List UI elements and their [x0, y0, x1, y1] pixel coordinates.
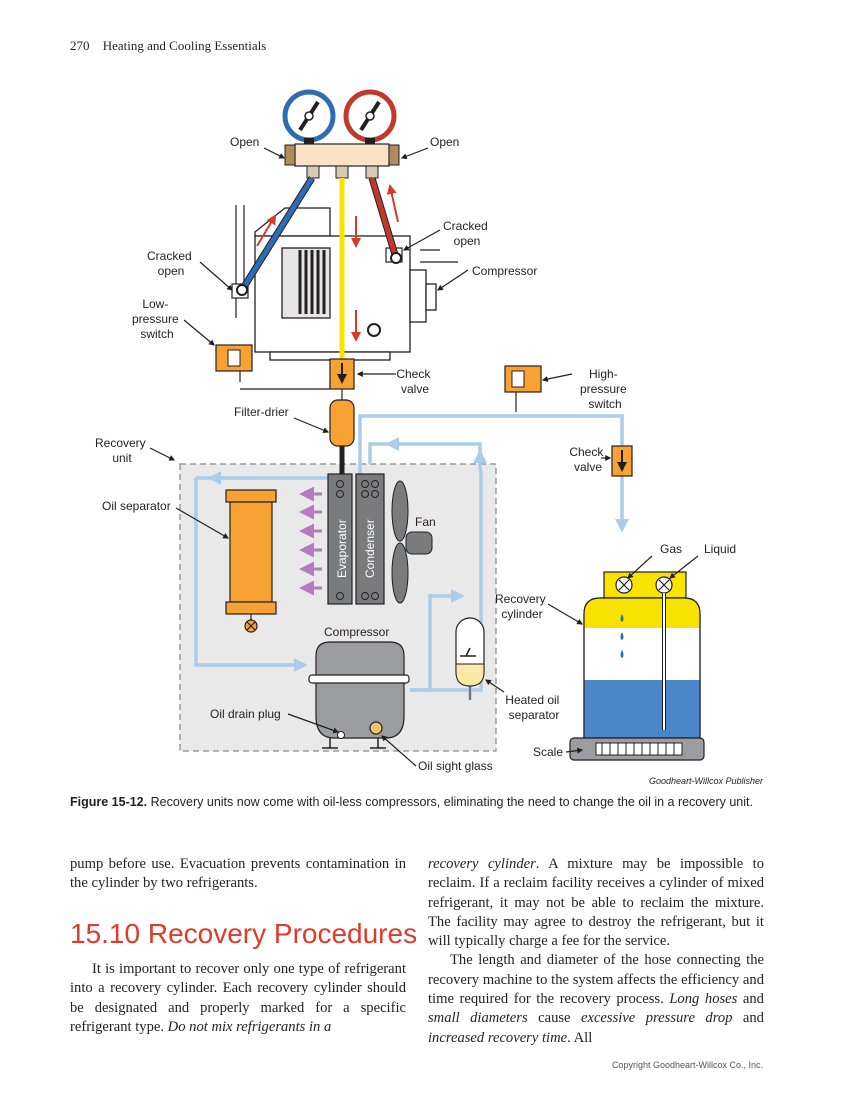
right-paragraph-2: The length and diameter of the hose conn… [428, 951, 764, 1047]
heated-oil-separator [455, 617, 485, 700]
compressor-fins [298, 250, 326, 314]
right-column: recovery cylinder. A mixture may be impo… [428, 855, 764, 1048]
left-top-paragraph: pump before use. Evacuation prevents con… [70, 856, 406, 892]
running-header: 270 Heating and Cooling Essentials [70, 38, 266, 54]
left-column-body: It is important to recover only one type… [70, 960, 406, 1037]
filter-drier [329, 399, 355, 474]
right-italic-2: Long hoses [669, 991, 738, 1008]
label-low-pressure-switch: Low- pressure switch [132, 297, 182, 341]
manifold-body [294, 143, 390, 167]
label-fan: Fan [415, 515, 436, 529]
right-italic-5: increased recovery time [428, 1029, 568, 1046]
figure-credit: Goodheart-Willcox Publisher [649, 776, 763, 786]
label-gas: Gas [660, 542, 682, 556]
right-p2-a: The length and diameter of the hose conn… [428, 952, 764, 1008]
label-filter-drier: Filter-drier [234, 405, 289, 419]
right-italic-1: recovery cylinder [428, 856, 536, 872]
caption-label: Figure 15-12. [70, 795, 148, 809]
label-check-valve-top: Check valve [396, 367, 433, 396]
label-scale: Scale [533, 745, 563, 759]
recovery-compressor [308, 641, 410, 749]
section-heading: 15.10 Recovery Procedures [70, 918, 418, 949]
recovery-unit-figure: Evaporator Condenser [95, 89, 736, 773]
left-paragraph-text: It is important to recover only one type… [70, 961, 406, 1035]
label-oil-sight-glass: Oil sight glass [418, 759, 493, 773]
fan [391, 480, 433, 604]
recovery-cylinder [583, 571, 701, 739]
label-oil-separator: Oil separator [102, 499, 171, 513]
label-liquid: Liquid [704, 542, 736, 556]
condenser-label: Condenser [363, 519, 377, 578]
right-paragraph-1-text: . A mixture may be impossible to reclaim… [428, 856, 764, 950]
label-compressor-top: Compressor [472, 264, 537, 278]
label-recovery-cylinder: Recovery cylinder [495, 592, 549, 621]
condenser-coil [355, 473, 385, 605]
left-column-top: pump before use. Evacuation prevents con… [70, 855, 406, 894]
label-check-valve-right: Check valve [569, 445, 606, 474]
copyright: Copyright Goodheart-Willcox Co., Inc. [611, 1060, 763, 1070]
right-p2-e: . All [567, 1029, 593, 1046]
evaporator-label: Evaporator [335, 519, 349, 578]
label-recovery-unit: Recovery unit [95, 436, 149, 465]
high-side-gauge [343, 89, 397, 146]
label-compressor-bottom: Compressor [324, 625, 389, 639]
right-p2-c: cause [527, 1010, 581, 1027]
running-title: Heating and Cooling Essentials [102, 38, 267, 53]
oil-separator [225, 489, 277, 633]
left-paragraph-italic: Do not mix refrigerants in a [167, 1018, 332, 1035]
label-heated-oil-separator: Heated oil separator [505, 693, 562, 722]
label-open-right: Open [430, 135, 459, 149]
label-cracked-open-left: Cracked open [147, 249, 195, 278]
right-italic-4: excessive pressure drop [581, 1010, 733, 1027]
right-p2-b: and [737, 991, 764, 1008]
label-high-pressure-switch: High- pressure switch [580, 367, 630, 411]
page-number: 270 [70, 38, 90, 53]
right-paragraph-1: recovery cylinder. A mixture may be impo… [428, 855, 764, 951]
caption-text: Recovery units now come with oil-less co… [147, 795, 753, 809]
right-p2-d: and [732, 1010, 764, 1027]
label-oil-drain-plug: Oil drain plug [210, 707, 281, 721]
low-side-gauge [282, 89, 336, 146]
label-cracked-open-right: Cracked open [443, 219, 491, 248]
figure-caption: Figure 15-12. Recovery units now come wi… [70, 794, 765, 811]
left-paragraph: It is important to recover only one type… [70, 960, 406, 1037]
label-open-left: Open [230, 135, 259, 149]
evaporator-coil [327, 473, 353, 605]
right-italic-3: small diameters [428, 1010, 528, 1027]
